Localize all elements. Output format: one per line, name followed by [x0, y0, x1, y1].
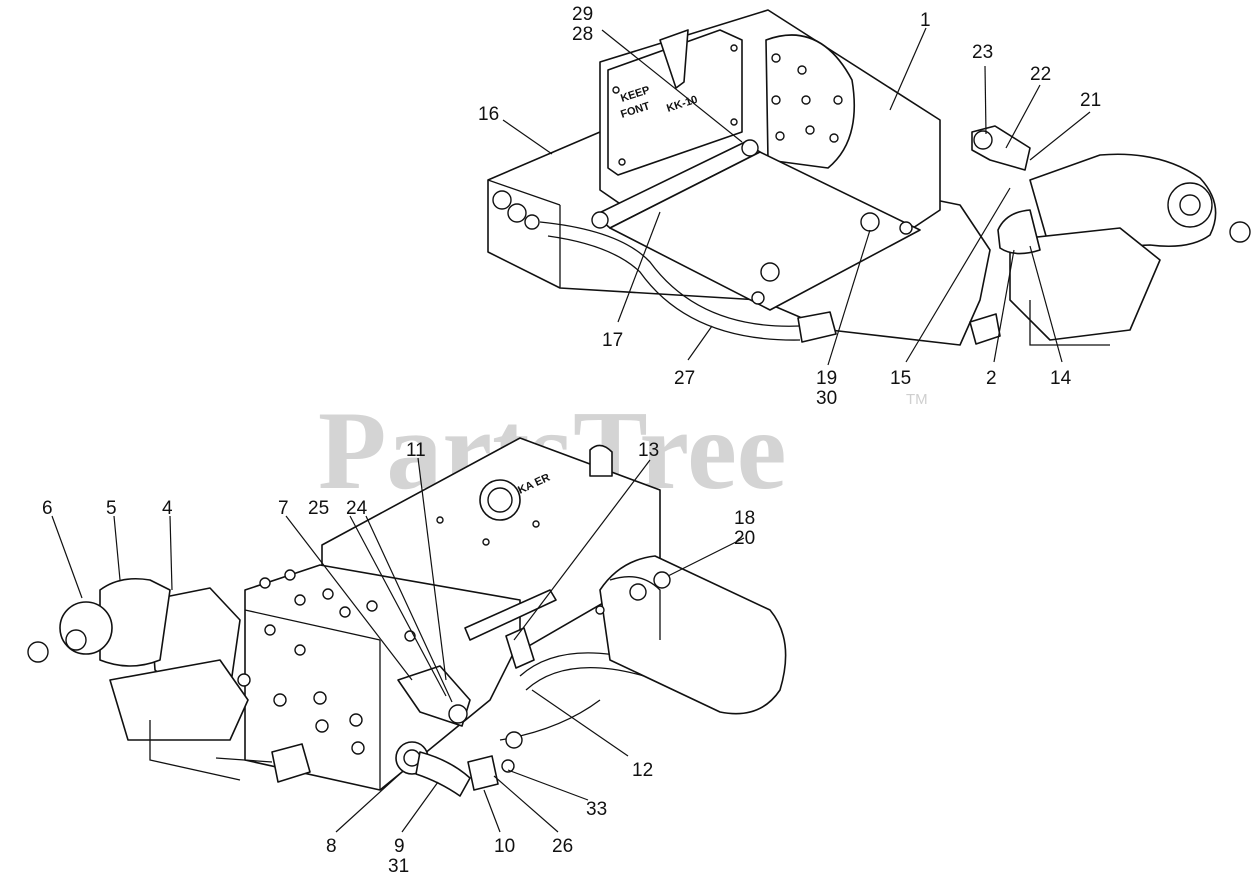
fitting-33 — [501, 759, 515, 773]
hose-fitting — [797, 311, 837, 343]
callout-9: 9 — [394, 836, 405, 857]
callout-13: 13 — [638, 440, 659, 461]
top-motor-coupling — [1029, 153, 1217, 251]
label-plate — [607, 29, 743, 176]
callout-33: 33 — [586, 799, 607, 820]
callout-6: 6 — [42, 498, 53, 519]
callout-17: 17 — [602, 330, 623, 351]
top-stub — [589, 444, 613, 477]
callout-23: 23 — [972, 42, 993, 63]
fitting-10 — [467, 755, 499, 791]
bottom-plate — [609, 151, 921, 311]
valve-handle — [464, 589, 557, 641]
callout-24: 24 — [346, 498, 368, 519]
plug-19 — [860, 212, 880, 232]
mount-bracket — [1009, 227, 1161, 341]
callout-28: 28 — [572, 24, 593, 45]
left-bracket — [109, 659, 249, 741]
manifold-bolts — [237, 569, 416, 755]
hose-27 — [539, 221, 801, 327]
callout-15: 15 — [890, 368, 911, 389]
leader-lines — [51, 27, 1091, 833]
callout-8: 8 — [326, 836, 337, 857]
callout-29: 29 — [572, 4, 593, 25]
port-hole — [524, 214, 540, 230]
callout-1: 1 — [920, 10, 931, 31]
port-hole — [507, 203, 527, 223]
vent-nipple — [659, 29, 689, 89]
callout-25: 25 — [308, 498, 329, 519]
fitting-13 — [505, 627, 535, 669]
port-hole — [492, 190, 512, 210]
callout-18: 18 — [734, 508, 755, 529]
callout-21: 21 — [1080, 90, 1101, 111]
valve-body — [997, 209, 1041, 255]
coupling-5 — [99, 577, 171, 667]
bottom-pump-assembly: KA ER — [27, 437, 787, 797]
callout-31: 31 — [388, 856, 409, 877]
callout-19: 19 — [816, 368, 837, 389]
callout-7: 7 — [278, 498, 289, 519]
watermark-trademark: TM — [906, 391, 928, 408]
top-pump-assembly: KEEP FONT KK-10 — [487, 9, 1251, 346]
callout-16: 16 — [478, 104, 499, 125]
manifold-block — [244, 564, 521, 791]
callout-12: 12 — [632, 760, 653, 781]
electric-motor — [599, 555, 787, 715]
connector — [969, 313, 1001, 345]
callout-14: 14 — [1050, 368, 1072, 389]
callout-2: 2 — [986, 368, 997, 389]
elbow-hose-9 — [415, 751, 471, 797]
callout-26: 26 — [552, 836, 573, 857]
callout-5: 5 — [106, 498, 117, 519]
callout-labels: 1 29 28 23 22 21 16 17 27 19 30 15 2 14 … — [42, 4, 1101, 877]
callout-11: 11 — [406, 440, 426, 461]
callout-22: 22 — [1030, 64, 1051, 85]
pull-ring — [1229, 221, 1251, 243]
callout-30: 30 — [816, 388, 837, 409]
callout-27: 27 — [674, 368, 695, 389]
pull-ring-left — [27, 641, 49, 663]
connector-left — [271, 743, 311, 783]
callout-4: 4 — [162, 498, 173, 519]
callout-20: 20 — [734, 528, 755, 549]
callout-10: 10 — [494, 836, 515, 857]
